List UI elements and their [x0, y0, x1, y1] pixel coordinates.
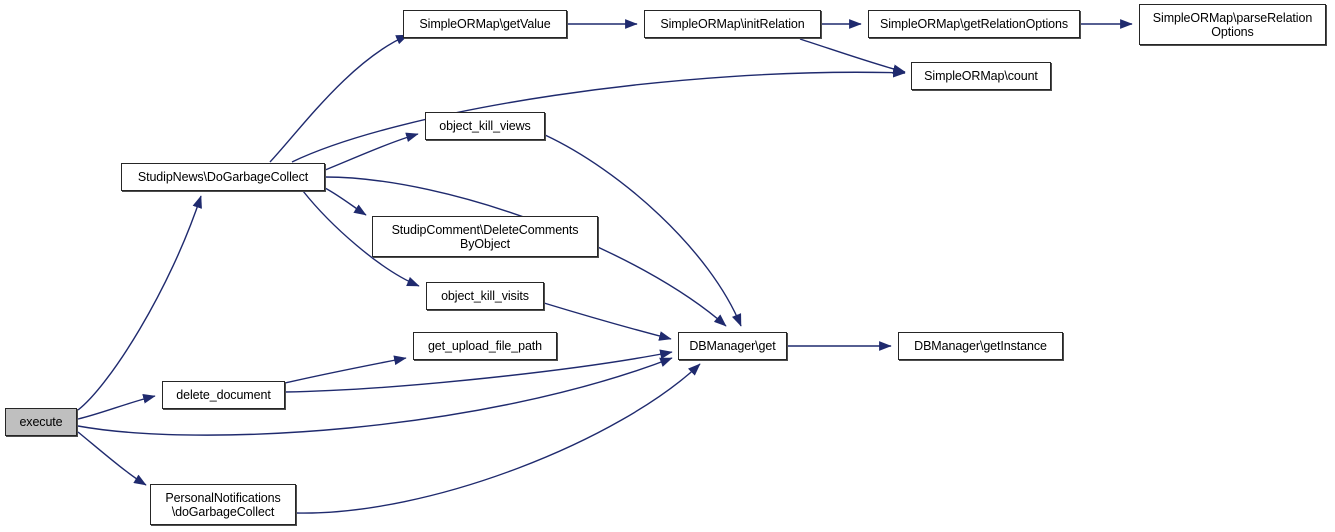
call-edge-delete_document-to-dbmanager_get	[284, 349, 673, 393]
graph-node-getvalue[interactable]: SimpleORMap\getValue	[403, 10, 567, 38]
graph-node-label: SimpleORMap\getRelationOptions	[879, 17, 1069, 31]
graph-node-object_kill_visits[interactable]: object_kill_visits	[426, 282, 544, 310]
graph-node-label: delete_document	[176, 388, 271, 402]
graph-node-label: execute	[19, 415, 63, 429]
graph-node-count[interactable]: SimpleORMap\count	[911, 62, 1051, 90]
graph-node-label: StudipComment\DeleteComments ByObject	[391, 222, 579, 251]
graph-node-label: object_kill_visits	[441, 289, 529, 303]
call-edge-object_kill_views-to-dbmanager_get	[544, 134, 742, 327]
graph-node-personalnotifications[interactable]: PersonalNotifications \doGarbageCollect	[150, 484, 296, 525]
graph-node-deletecomments[interactable]: StudipComment\DeleteComments ByObject	[372, 216, 598, 257]
call-edge-execute-to-personalnotifications	[77, 431, 147, 486]
call-edge-dogarbagecollect-to-count	[291, 67, 906, 163]
call-edge-dogarbagecollect-to-deletecomments	[324, 187, 367, 216]
graph-node-execute[interactable]: execute	[5, 408, 77, 436]
graph-node-getrelationoptions[interactable]: SimpleORMap\getRelationOptions	[868, 10, 1080, 38]
graph-node-label: object_kill_views	[439, 119, 531, 133]
graph-node-label: DBManager\get	[689, 339, 776, 353]
graph-node-dbmanager_getinstance[interactable]: DBManager\getInstance	[898, 332, 1063, 360]
call-edge-execute-to-dbmanager_get	[77, 357, 673, 436]
call-edge-execute-to-dogarbagecollect	[77, 195, 202, 411]
graph-node-label: DBManager\getInstance	[914, 339, 1047, 353]
graph-node-label: SimpleORMap\getValue	[419, 17, 551, 31]
graph-node-dogarbagecollect[interactable]: StudipNews\DoGarbageCollect	[121, 163, 325, 191]
graph-node-label: SimpleORMap\parseRelation Options	[1152, 10, 1313, 39]
call-edge-dogarbagecollect-to-object_kill_views	[324, 132, 419, 171]
call-edge-object_kill_visits-to-dbmanager_get	[543, 302, 672, 341]
call-edge-dogarbagecollect-to-object_kill_visits	[302, 190, 420, 287]
call-edge-initrelation-to-count	[799, 38, 906, 74]
graph-node-label: StudipNews\DoGarbageCollect	[137, 170, 309, 184]
call-edge-execute-to-delete_document	[77, 394, 156, 420]
graph-node-label: SimpleORMap\initRelation	[660, 17, 805, 31]
graph-node-dbmanager_get[interactable]: DBManager\get	[678, 332, 787, 360]
graph-node-label: SimpleORMap\count	[924, 69, 1038, 83]
graph-node-label: PersonalNotifications \doGarbageCollect	[165, 490, 281, 519]
graph-node-get_upload_file_path[interactable]: get_upload_file_path	[413, 332, 557, 360]
call-edge-dogarbagecollect-to-getvalue	[269, 34, 409, 163]
graph-node-label: get_upload_file_path	[427, 339, 543, 353]
graph-node-object_kill_views[interactable]: object_kill_views	[425, 112, 545, 140]
call-edge-delete_document-to-get_upload_file_path	[284, 355, 407, 384]
graph-node-parserelationoptions[interactable]: SimpleORMap\parseRelation Options	[1139, 4, 1326, 45]
graph-node-delete_document[interactable]: delete_document	[162, 381, 285, 409]
graph-node-initrelation[interactable]: SimpleORMap\initRelation	[644, 10, 821, 38]
call-edge-personalnotifications-to-dbmanager_get	[295, 363, 701, 514]
